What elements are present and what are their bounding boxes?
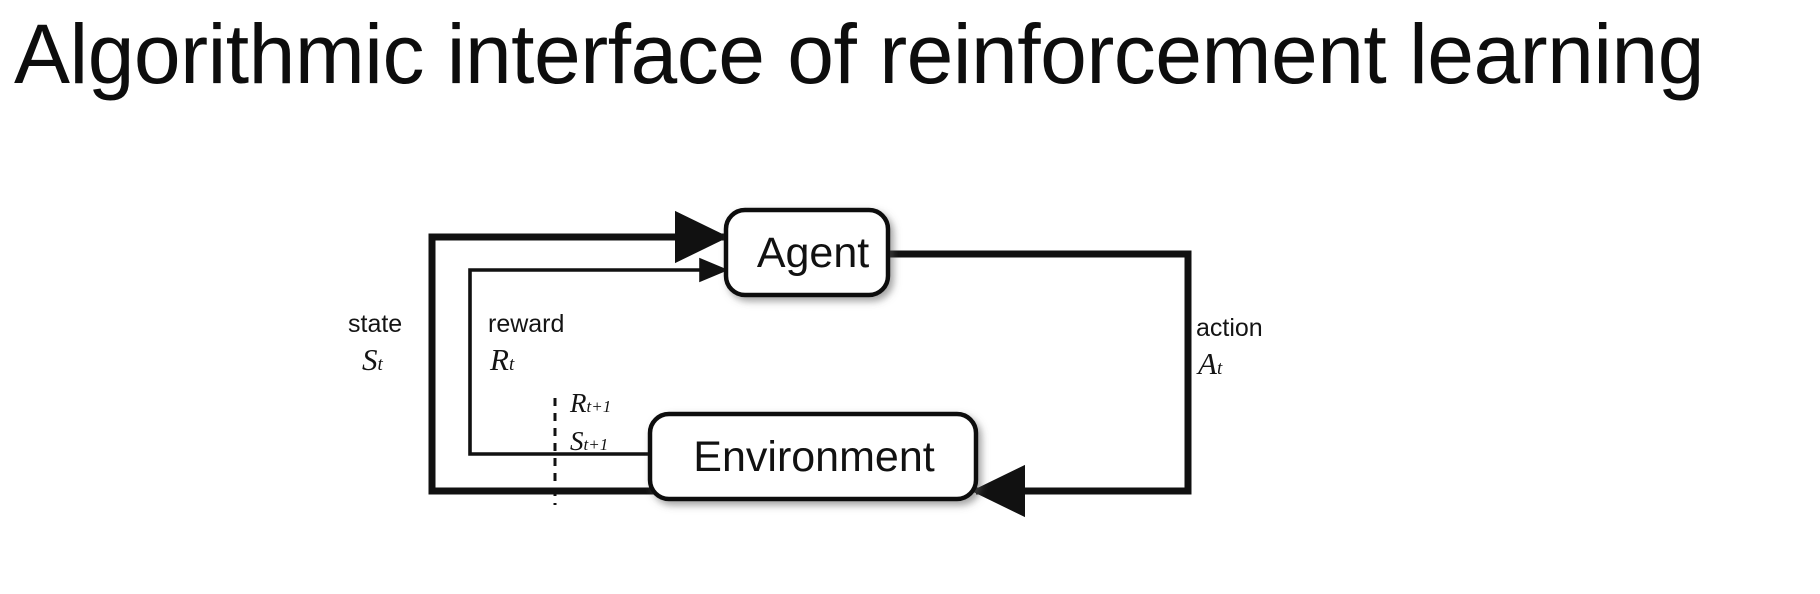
state-next-subscript: t+1 (583, 435, 609, 454)
action-edge-path (888, 250, 1192, 518)
action-edge-symbol-label: At (1198, 346, 1222, 382)
reward-next-symbol-label: Rt+1 (570, 388, 611, 419)
agent-environment-diagram: Agent Environment state St reward Rt act… (0, 150, 1820, 594)
state-edge-word-label: state (348, 310, 403, 338)
state-edge-symbol-label: St (362, 342, 383, 378)
reward-edge-symbol-label: Rt (490, 342, 514, 378)
reward-symbol-subscript: t (508, 354, 515, 375)
agent-node-label: Agent (756, 229, 870, 277)
environment-node-label: Environment (693, 433, 935, 481)
page-title: Algorithmic interface of reinforcement l… (14, 7, 1704, 101)
state-edge-path (428, 210, 729, 495)
reward-edge-word-label: reward (488, 310, 565, 338)
reward-next-base: R (570, 388, 587, 418)
state-next-symbol-label: St+1 (570, 426, 608, 457)
action-symbol-base: A (1198, 346, 1217, 381)
action-edge-word-label: action (1196, 314, 1263, 342)
state-symbol-subscript: t (377, 354, 383, 375)
state-symbol-base: S (362, 342, 378, 377)
environment-node (647, 411, 979, 502)
diagram-canvas (428, 207, 1192, 518)
reward-symbol-base: R (490, 342, 509, 377)
state-next-base: S (570, 426, 584, 456)
action-symbol-subscript: t (1216, 358, 1223, 379)
reward-next-subscript: t+1 (586, 397, 612, 416)
reward-edge-path (468, 257, 729, 456)
agent-node (723, 207, 891, 298)
